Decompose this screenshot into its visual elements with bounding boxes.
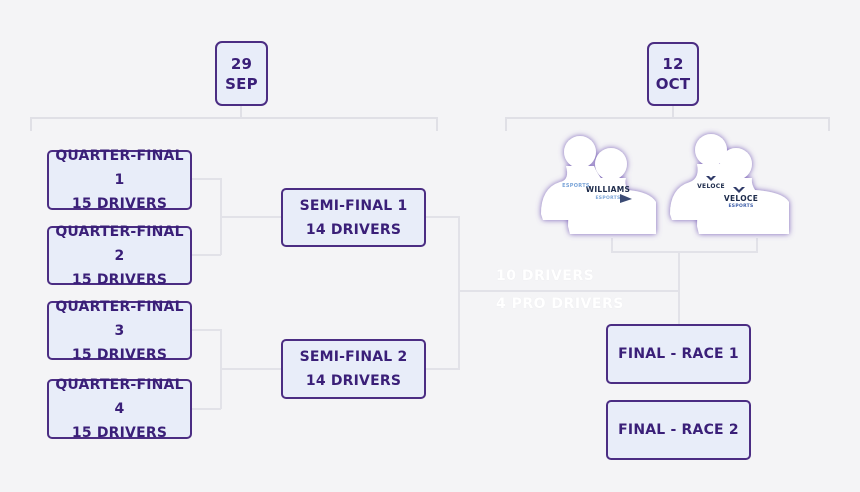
stage-title: FINAL - RACE 2 xyxy=(618,422,739,438)
date-month: SEP xyxy=(225,74,258,93)
stage-title: QUARTER-FINAL 4 xyxy=(55,377,184,417)
svg-text:ESPORTS: ESPORTS xyxy=(595,195,620,201)
semi-connectors xyxy=(425,216,758,370)
final-race-1-box: FINAL - RACE 1 xyxy=(606,324,751,384)
date-badge-oct: 12 OCT xyxy=(647,42,699,106)
veloce-logo-back: VELOCE xyxy=(697,176,725,190)
driver-count: 15 DRIVERS xyxy=(71,425,168,441)
svg-text:ESPORTS: ESPORTS xyxy=(728,203,753,209)
final-feed-pro-drivers-label: 4 PRO DRIVERS xyxy=(496,296,624,312)
quarter-final-1-box: QUARTER-FINAL 1 15 DRIVERS xyxy=(47,148,192,212)
date-day: 12 xyxy=(662,55,684,73)
driver-count: 15 DRIVERS xyxy=(71,346,168,363)
quarter-final-2-box: QUARTER-FINAL 2 15 DRIVERS xyxy=(47,224,192,288)
svg-text:VELOCE: VELOCE xyxy=(697,183,725,190)
semi-final-1-box: SEMI-FINAL 1 14 DRIVERS xyxy=(281,188,426,247)
svg-text:VELOCE: VELOCE xyxy=(724,194,758,203)
driver-silhouette xyxy=(697,148,789,234)
final-race-2-box: FINAL - RACE 2 xyxy=(606,400,751,460)
driver-count: 14 DRIVERS xyxy=(305,373,402,389)
final-feed-drivers-label: 10 DRIVERS xyxy=(496,268,595,284)
stage-title: QUARTER-FINAL 2 xyxy=(55,223,184,264)
left-top-bracket xyxy=(30,106,438,131)
date-day: 29 xyxy=(230,54,253,73)
svg-text:WILLIAMS: WILLIAMS xyxy=(586,185,630,194)
quarter-final-4-box: QUARTER-FINAL 4 15 DRIVERS xyxy=(47,377,192,441)
stage-title: FINAL - RACE 1 xyxy=(618,346,739,362)
date-badge-sep: 29 SEP xyxy=(215,41,268,106)
williams-drivers-image xyxy=(541,136,656,234)
driver-count: 15 DRIVERS xyxy=(71,271,168,288)
stage-title: SEMI-FINAL 1 xyxy=(299,197,408,214)
driver-silhouette xyxy=(568,148,656,234)
williams-logo-back: ESPORTS xyxy=(562,183,590,189)
driver-count: 15 DRIVERS xyxy=(71,196,168,212)
veloce-drivers-image xyxy=(670,134,789,234)
stage-title: QUARTER-FINAL 3 xyxy=(55,298,184,339)
veloce-logo: VELOCE ESPORTS xyxy=(724,187,758,209)
svg-text:ESPORTS: ESPORTS xyxy=(562,183,590,189)
driver-count: 14 DRIVERS xyxy=(305,221,402,238)
stage-title: QUARTER-FINAL 1 xyxy=(55,148,184,188)
right-top-bracket xyxy=(505,106,830,131)
quarter-final-3-box: QUARTER-FINAL 3 15 DRIVERS xyxy=(47,299,192,363)
quarter-connectors xyxy=(191,178,282,410)
stage-title: SEMI-FINAL 2 xyxy=(299,349,408,365)
semi-final-2-box: SEMI-FINAL 2 14 DRIVERS xyxy=(281,339,426,399)
date-month: OCT xyxy=(655,75,691,93)
williams-logo: WILLIAMS ESPORTS xyxy=(586,185,632,203)
